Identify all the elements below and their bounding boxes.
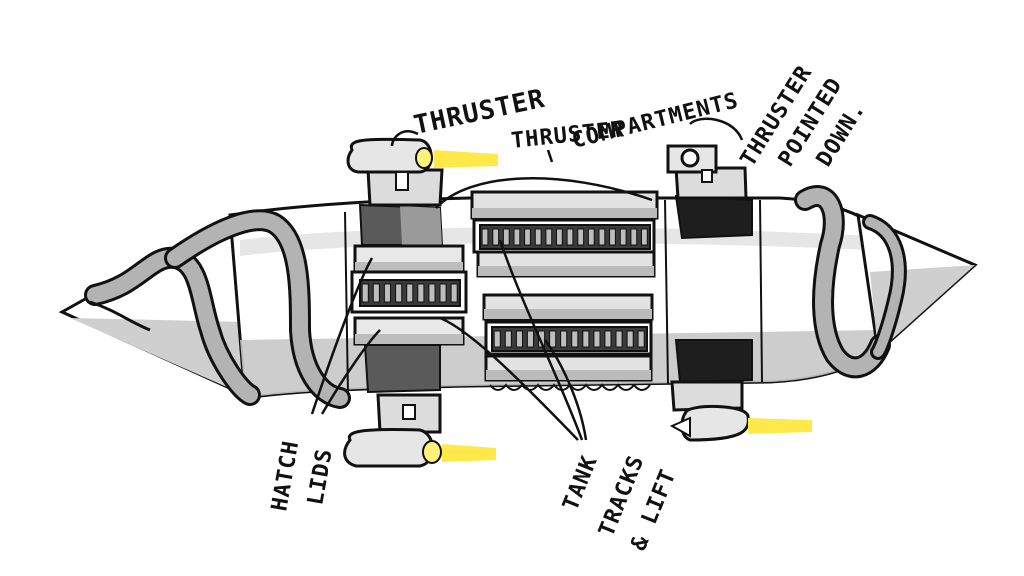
right-spiral-fin-inner xyxy=(797,188,888,376)
thruster-bottom-left xyxy=(343,393,496,468)
track-tread-link xyxy=(598,228,606,246)
thruster-mount xyxy=(670,380,744,412)
thruster-strut xyxy=(395,171,409,191)
leader-compartments xyxy=(435,177,653,209)
track-tread-link xyxy=(492,228,500,246)
track-tread-link xyxy=(615,330,623,348)
track-tread-link xyxy=(593,330,601,348)
track-tread-link xyxy=(526,330,535,348)
track-tread-link xyxy=(534,228,542,246)
track-plate-lower-top-shade xyxy=(484,309,652,319)
hatch-lid-lower-shade xyxy=(355,334,463,344)
track-tread-link xyxy=(493,330,501,348)
track-tread-link xyxy=(513,228,521,246)
track-tread-link xyxy=(637,330,645,348)
thruster-nozzle xyxy=(422,440,442,464)
leader-tracks-2 xyxy=(498,239,584,441)
left-band-section xyxy=(358,203,444,394)
track-tread-link xyxy=(450,283,458,303)
dark-panel-upper xyxy=(674,194,753,240)
left-spiral-fin2-inner xyxy=(167,212,348,406)
thruster-strut xyxy=(701,169,713,183)
thruster-flame xyxy=(442,444,496,462)
track-tread-link xyxy=(549,330,557,348)
thruster-top-right xyxy=(666,144,748,200)
annotation-leaders xyxy=(310,117,744,441)
track-tread-link xyxy=(361,283,369,303)
track-tread-link xyxy=(626,330,634,348)
leader-hatch-lower xyxy=(320,329,381,415)
left-spiral-tip xyxy=(89,300,151,332)
track-tread-link xyxy=(619,228,627,246)
track-tread-link xyxy=(566,228,574,246)
right-spiral-fin2-inner xyxy=(865,217,904,357)
track-tread-link xyxy=(395,283,403,303)
thruster-top-left xyxy=(346,137,498,207)
band-light xyxy=(400,206,442,245)
hull-ring-line xyxy=(759,199,763,383)
track-tread-link xyxy=(582,330,590,348)
track-plate-lower-bottom-shade xyxy=(486,370,651,380)
hull-ring-line xyxy=(664,199,669,385)
track-tread-link xyxy=(417,283,425,303)
label-hatch-line1: HATCH xyxy=(267,439,304,513)
left-spiral-fin-inner xyxy=(87,249,258,403)
upper-tank-track xyxy=(479,224,651,250)
track-tread-link xyxy=(481,228,489,246)
hatch-lid-upper-shade xyxy=(355,262,463,272)
thruster-strut xyxy=(402,404,416,420)
track-tread-link xyxy=(372,283,380,303)
leader-thruster-top xyxy=(390,130,419,147)
label-hatch-line2: LIDS xyxy=(303,447,338,507)
track-tread-band xyxy=(491,326,648,352)
track-tread-link xyxy=(604,330,612,348)
leader-hatch-upper xyxy=(310,257,374,415)
track-tread-link xyxy=(515,330,524,348)
thruster-pod xyxy=(343,428,435,468)
track-tread-link xyxy=(609,228,616,246)
track-plate-mid-shade xyxy=(478,266,654,276)
band-grey-lower xyxy=(363,344,441,394)
right-dark-panels xyxy=(674,194,753,384)
track-tread-link xyxy=(545,228,553,246)
track-tread-link xyxy=(406,283,414,303)
track-tread-link xyxy=(502,228,510,246)
track-tread-link xyxy=(383,283,391,303)
left-tank-track xyxy=(359,279,461,307)
track-tread-link xyxy=(524,228,531,246)
thruster-bottom-right xyxy=(669,380,812,442)
track-tread-link xyxy=(587,228,595,246)
leader-tracks-1 xyxy=(439,316,579,441)
track-tread-link xyxy=(560,330,568,348)
track-tread-link xyxy=(556,228,563,246)
lower-tank-track xyxy=(491,326,648,352)
track-tread-link xyxy=(577,228,585,246)
track-tread-link xyxy=(630,228,638,246)
hull-ring-line xyxy=(344,211,349,396)
leader-pointed-down xyxy=(689,117,744,141)
track-tread-link xyxy=(641,228,648,246)
thruster-nozzle xyxy=(680,148,700,168)
leader-tracks-3 xyxy=(543,339,588,441)
track-tread-link xyxy=(439,283,447,303)
thruster-flame xyxy=(434,150,498,168)
label-tracks-line1: TANK xyxy=(558,452,603,514)
dark-panel-lower xyxy=(674,339,753,384)
thruster-nozzle-cone xyxy=(669,416,691,438)
leader-compartments-tick xyxy=(546,149,554,163)
track-tread-link xyxy=(428,283,436,303)
track-tread-link xyxy=(571,330,579,348)
thruster-flame xyxy=(748,418,812,434)
thruster-nozzle xyxy=(415,147,433,169)
thruster-pod xyxy=(680,404,750,442)
track-tread-link xyxy=(504,330,512,348)
track-plate-upper-shade xyxy=(472,208,657,218)
